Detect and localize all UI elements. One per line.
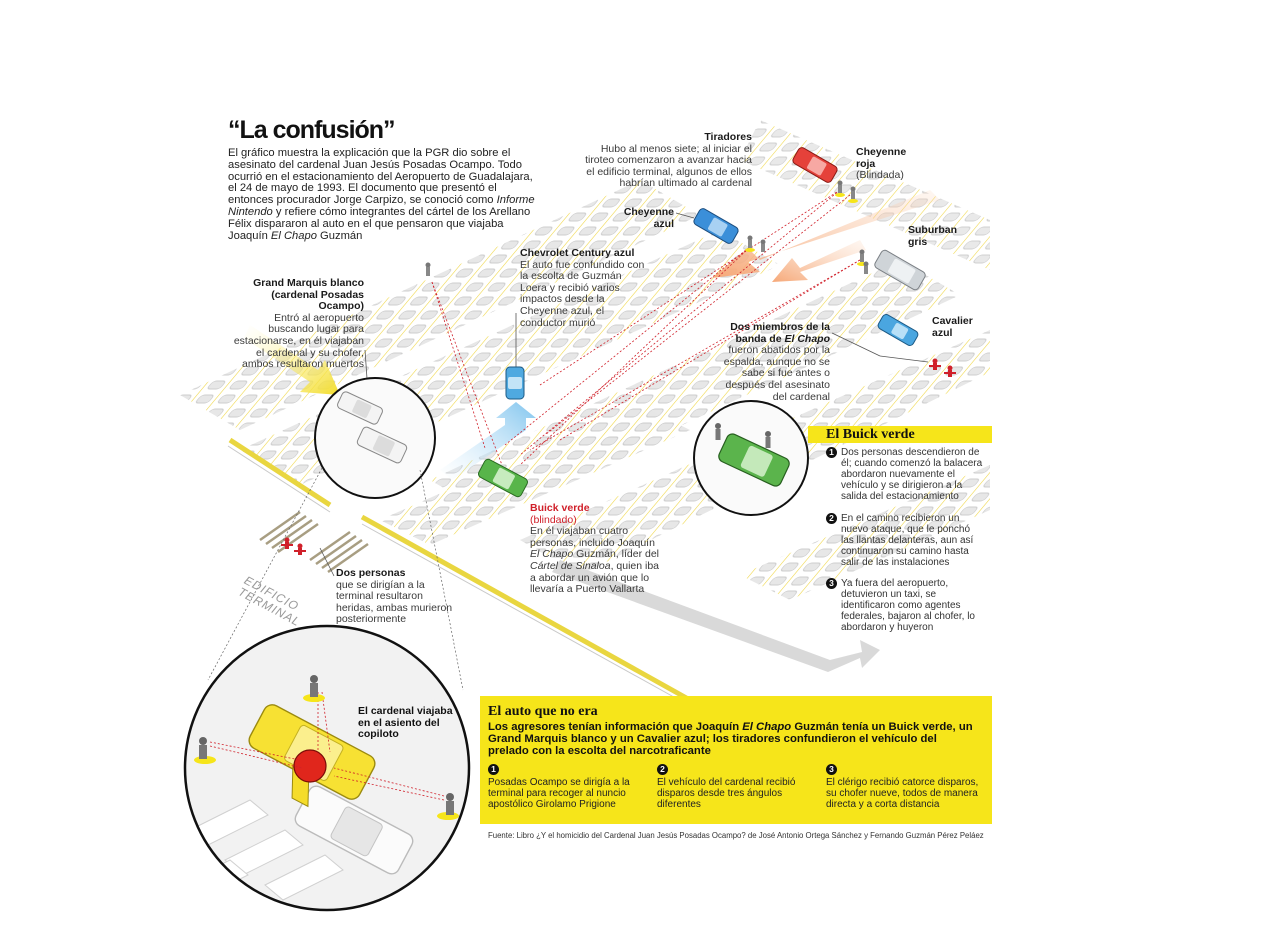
fallen-figures	[281, 358, 956, 555]
label-tiradores: Tiradores Hubo al menos siete; al inicia…	[585, 131, 752, 190]
grey-exit-arrow	[552, 560, 880, 672]
leader-lines	[319, 212, 929, 577]
car-blue-cheyenne	[693, 208, 739, 244]
yellow-entry-arrow	[244, 325, 340, 395]
car-grey-suburban	[874, 249, 926, 291]
box-title: El auto que no era	[488, 704, 598, 719]
label-grand-marquis: Grand Marquis blanco (cardenal Posadas O…	[233, 277, 364, 371]
label-cheyenne-roja: Cheyenne roja (Blindada)	[856, 146, 907, 182]
shooters	[425, 180, 869, 276]
label-cheyenne-azul: Cheyenne azul	[623, 206, 674, 230]
label-suburban: Suburban gris	[908, 224, 957, 248]
buick-panel-header-bar	[808, 426, 992, 443]
intro-text: El gráfico muestra la explicación que la…	[228, 147, 535, 242]
car-red-cheyenne	[792, 147, 838, 183]
label-chevrolet: Chevrolet Century azul El auto fue confu…	[520, 247, 645, 329]
page-title: “La confusión”	[228, 116, 396, 144]
car-buick-green	[478, 458, 528, 498]
label-dos-personas: Dos personas que se dirigían a la termin…	[336, 567, 453, 626]
orange-arrow-2	[772, 240, 866, 282]
buick-detail-circle	[693, 400, 809, 516]
curbs	[228, 437, 692, 703]
source-credit: Fuente: Libro ¿Y el homicidio del Carden…	[488, 831, 984, 840]
orange-arrow-1	[712, 190, 940, 278]
label-buick-verde: Buick verde (blindado) En él viajaban cu…	[530, 502, 660, 596]
auto-que-no-era-box	[480, 696, 992, 824]
box-lead-text: Los agresores tenían información que Joa…	[488, 721, 973, 757]
crosswalk	[259, 510, 369, 574]
shot-lines	[431, 189, 861, 466]
label-cavalier: Cavalier azul	[932, 315, 973, 339]
zoom-guides	[207, 467, 464, 691]
label-dos-miembros: Dos miembros de la banda de El Chapo fue…	[723, 321, 830, 403]
blue-path-arrow	[440, 402, 536, 480]
car-blue-cavalier	[877, 314, 919, 346]
buick-panel-title: El Buick verde	[826, 427, 915, 442]
car-chevrolet-century	[505, 366, 525, 400]
grand-marquis-detail-circle	[314, 377, 436, 499]
cardinal-car-zoom-circle	[183, 624, 471, 912]
label-cardenal-asiento: El cardenal viajaba en el asiento del co…	[358, 705, 453, 741]
